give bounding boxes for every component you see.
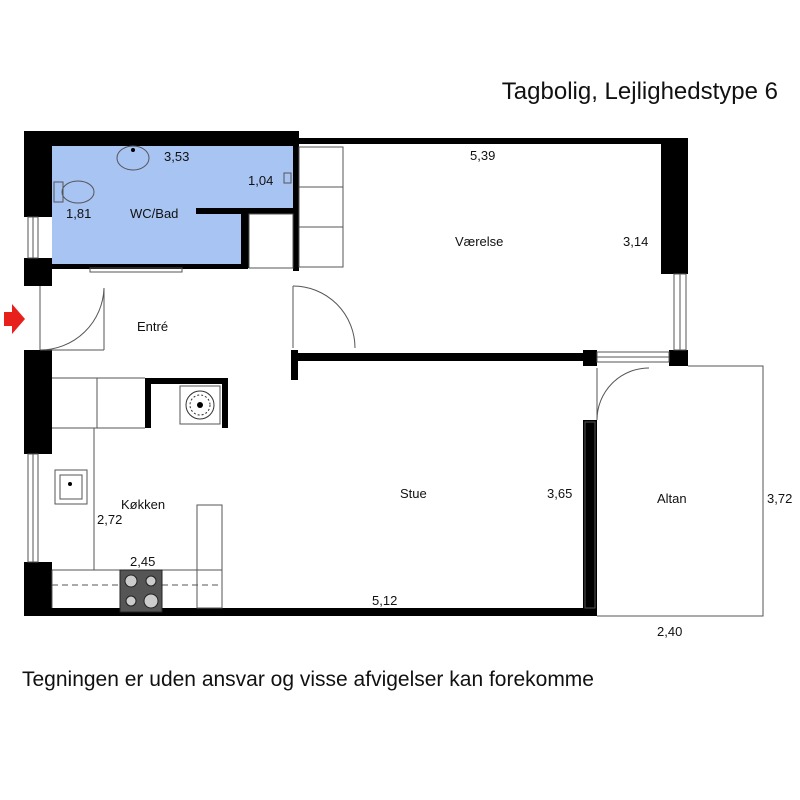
dim-stue-depth: 3,65 <box>547 486 572 501</box>
dim-wc-bad-width: 3,53 <box>164 149 189 164</box>
dim-altan-depth: 3,72 <box>767 491 792 506</box>
dim-wc-bad-depth: 1,81 <box>66 206 91 221</box>
room-label-koekken: Køkken <box>121 497 165 512</box>
plan-title: Tagbolig, Lejlighedstype 6 <box>501 78 778 105</box>
dim-koekken-depth: 2,72 <box>97 512 122 527</box>
bathroom-area <box>52 146 293 268</box>
dim-vaerelse-depth: 3,14 <box>623 234 648 249</box>
fixture-marks <box>68 148 135 486</box>
room-label-entre: Entré <box>137 319 168 334</box>
room-label-stue: Stue <box>400 486 427 501</box>
ventilation-fan-icon <box>179 385 221 425</box>
room-label-wc-bad: WC/Bad <box>130 206 178 221</box>
dim-wc-bad-side: 1,04 <box>248 173 273 188</box>
room-label-altan: Altan <box>657 491 687 506</box>
walls <box>24 131 688 616</box>
dim-vaerelse-width: 5,39 <box>470 148 495 163</box>
dim-koekken-width: 2,45 <box>130 554 155 569</box>
room-label-vaerelse: Værelse <box>455 234 503 249</box>
dim-altan-width: 2,40 <box>657 624 682 639</box>
dim-stue-width: 5,12 <box>372 593 397 608</box>
entry-arrow-icon <box>4 304 25 334</box>
disclaimer: Tegningen er uden ansvar og visse afvige… <box>22 668 594 691</box>
stove-icon <box>119 569 163 613</box>
